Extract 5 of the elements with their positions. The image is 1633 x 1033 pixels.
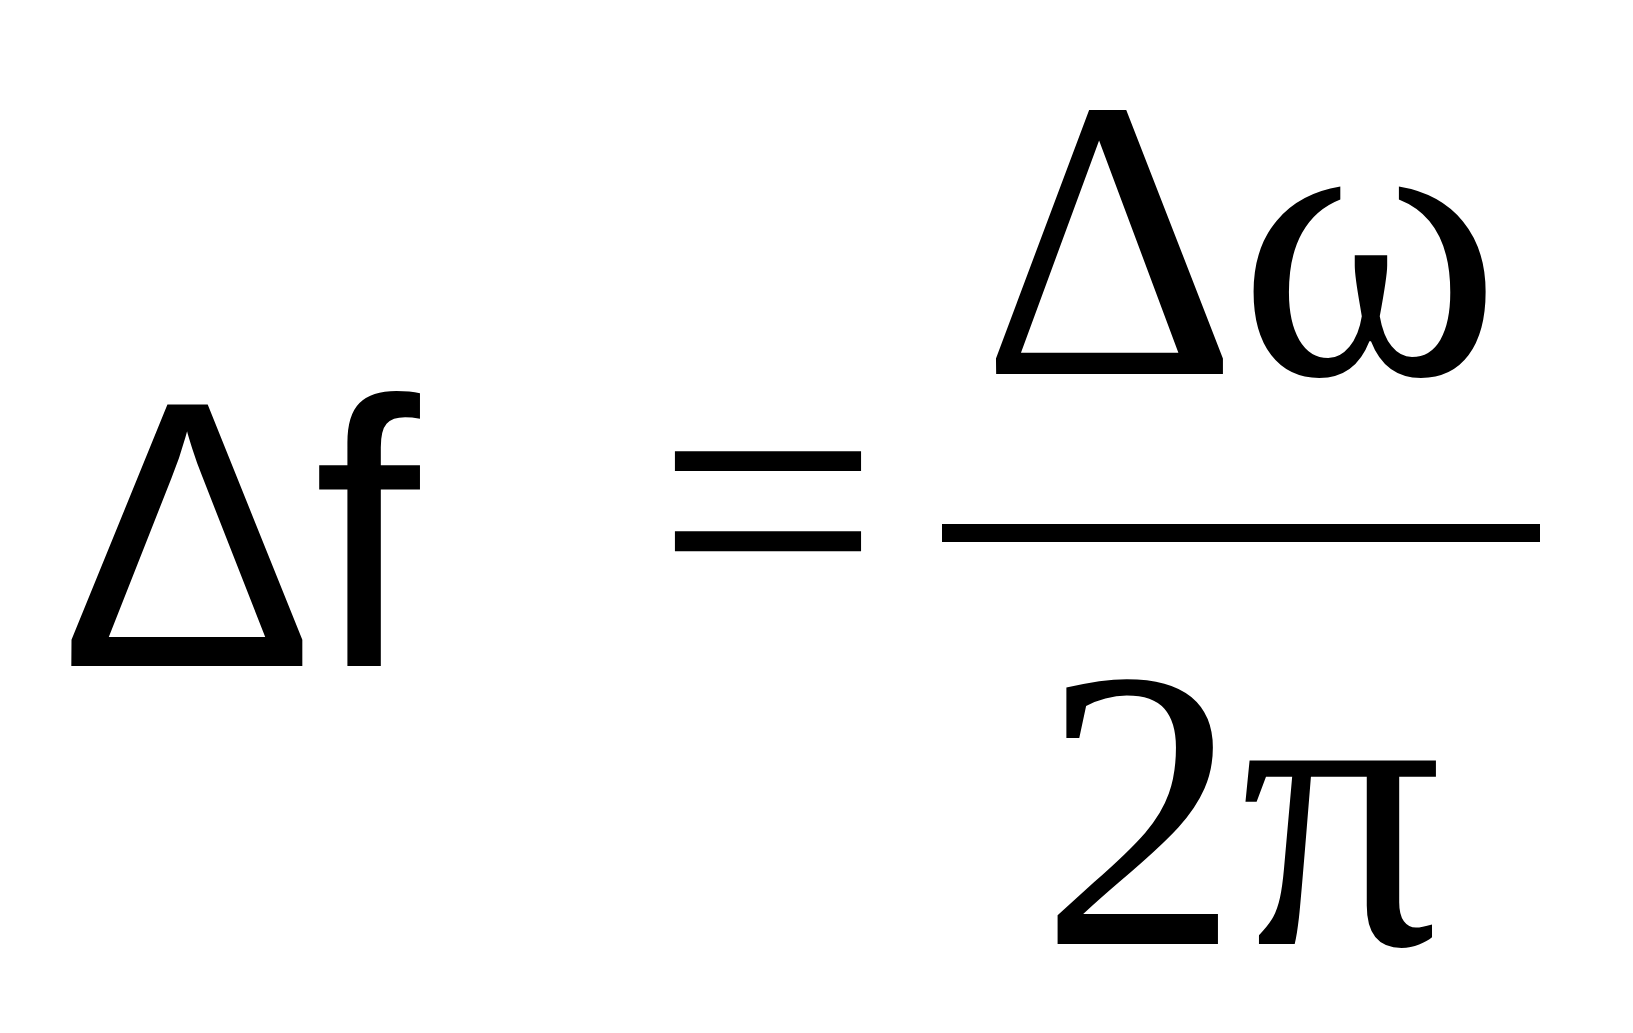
formula-text: Δf <box>60 322 420 747</box>
formula-text: 2π <box>1040 588 1442 1031</box>
fraction-bar <box>942 524 1540 542</box>
formula-text: Δω <box>980 18 1502 461</box>
formula-text: = <box>655 278 881 721</box>
